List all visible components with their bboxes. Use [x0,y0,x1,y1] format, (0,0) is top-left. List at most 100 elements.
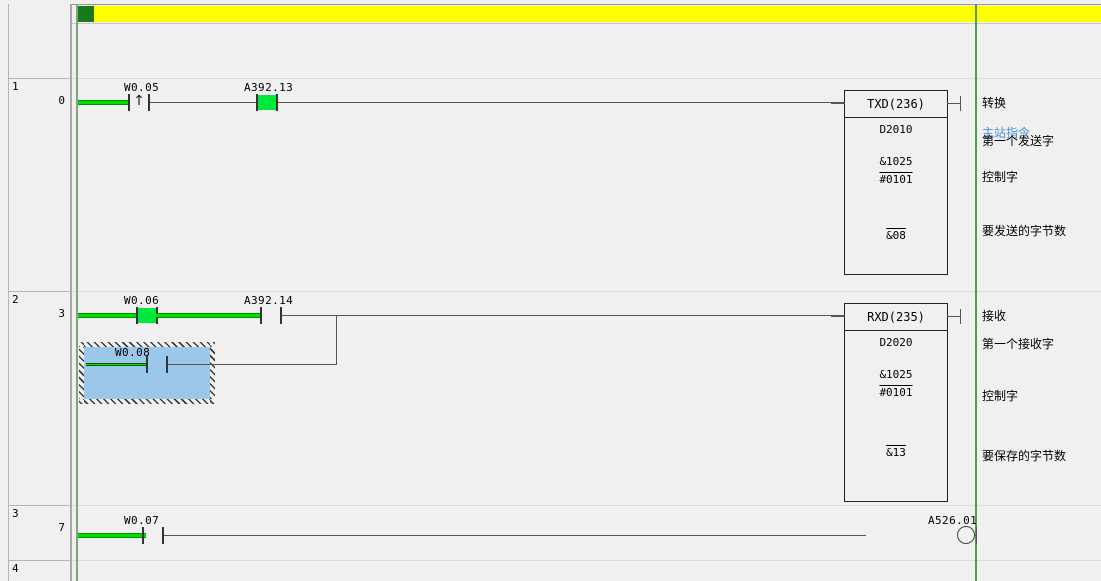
instruction-operand-1[interactable]: D2020 [879,336,913,349]
row-header-gutter: 1 0 2 3 3 7 4 [0,0,72,581]
contact-label-w008: W0.08 [115,346,151,359]
contact-label-w007: W0.07 [124,514,160,527]
instruction-block-txd[interactable]: TXD(236) D2010 &1025 #0101 &08 [831,90,961,275]
instruction-comment-4: 要保存的字节数 [982,449,1067,463]
instruction-input-lead [831,316,845,317]
instruction-comment-2: 第一个接收字 [982,337,1055,351]
instruction-comment-2: 主站指令 [982,126,1031,140]
instruction-comment-4: 控制字 [982,170,1019,184]
rung-separator [72,560,1101,561]
contact-bar-left [260,307,262,324]
wire-segment [336,315,844,316]
status-bar-highlight [78,6,1101,22]
contact-bar-left [128,94,130,111]
gutter-left-border [8,4,9,581]
instruction-operand-4[interactable]: &13 [886,446,906,459]
contact-bar-left [256,94,258,111]
row-header-rung-3[interactable]: 3 7 [9,506,70,560]
contact-energized-fill [258,95,276,110]
step-number-1: 0 [58,94,65,107]
step-number-3: 7 [58,521,65,534]
instruction-output-tick [960,96,961,111]
instruction-mnemonic: RXD(235) [867,310,925,324]
row-header-rung-1[interactable]: 1 0 [9,79,70,291]
contact-a39213[interactable] [256,94,278,111]
instruction-output-tick [960,309,961,324]
row-header-spacer [9,5,70,78]
power-flow-segment [78,313,140,318]
left-power-rail [76,4,78,581]
contact-bar-right [148,94,150,111]
instruction-divider [845,330,947,331]
instruction-block-rxd[interactable]: RXD(235) D2020 &1025 #0101 &13 [831,303,961,502]
contact-energized-fill [138,308,156,323]
wire-segment [282,315,336,316]
instruction-operand-2[interactable]: &1025 [879,368,913,381]
rising-edge-arrow-icon: ↑ [133,93,145,109]
status-bar [0,0,1101,28]
instruction-operand-4[interactable]: &08 [886,229,906,242]
contact-label-w005: W0.05 [124,81,160,94]
rung-number-1: 1 [12,80,19,93]
contact-bar-right [162,527,164,544]
rung-separator [72,78,1101,79]
contact-bar-left [146,356,148,373]
contact-bar-left [136,307,138,324]
wire-segment [168,364,215,365]
contact-bar-right [166,356,168,373]
power-flow-segment [78,533,146,538]
wire-segment [150,102,256,103]
step-number-2: 3 [58,307,65,320]
branch-wire-segment [214,364,337,365]
instruction-operand-3[interactable]: #0101 [879,386,913,399]
status-bar-bottom-border [0,23,1101,24]
instruction-comment-3: 控制字 [982,389,1019,403]
power-flow-segment [156,313,260,318]
instruction-output-lead [947,316,961,317]
row-header-rung-4[interactable]: 4 [9,561,70,581]
program-marker-icon [78,6,94,22]
contact-a39214[interactable] [260,307,282,324]
instruction-comment-1: 接收 [982,309,1007,323]
contact-label-a39213: A392.13 [244,81,294,94]
wire-segment [164,535,866,536]
rung-number-2: 2 [12,293,19,306]
contact-w005-rising-edge[interactable]: ↑ [128,93,150,111]
row-header-divider [9,505,70,506]
branch-vertical-connector [336,315,337,365]
instruction-divider [845,117,947,118]
row-header-divider [9,560,70,561]
contact-label-a39214: A392.14 [244,294,294,307]
contact-w008[interactable] [146,356,168,373]
power-flow-segment [86,363,146,366]
rung-number-4: 4 [12,562,19,575]
contact-label-w006: W0.06 [124,294,160,307]
instruction-operand-3[interactable]: #0101 [879,173,913,186]
rail-connection-tick [976,527,977,544]
row-header-rung-2[interactable]: 2 3 [9,292,70,505]
contact-bar-left [142,527,144,544]
power-flow-segment [78,100,128,105]
row-header-divider [9,291,70,292]
instruction-comment-3: 第一个发送字 [982,134,1055,148]
row-header-divider [9,78,70,79]
right-power-rail [975,4,977,581]
rung-separator [72,291,1101,292]
status-bar-top-border [0,4,1101,5]
contact-w007[interactable] [142,527,164,544]
instruction-operand-2[interactable]: &1025 [879,155,913,168]
rung-separator [72,505,1101,506]
contact-w006[interactable] [136,307,158,324]
instruction-operand-1[interactable]: D2010 [879,123,913,136]
output-coil-a52601[interactable] [957,526,975,544]
instruction-mnemonic: TXD(236) [867,97,925,111]
instruction-comment-1: 转换 [982,96,1007,110]
instruction-input-lead [831,103,845,104]
coil-label-a52601: A526.01 [928,514,978,527]
instruction-comment-5: 要发送的字节数 [982,224,1067,238]
rung-number-3: 3 [12,507,19,520]
ladder-canvas[interactable]: W0.05 ↑ A392.13 TXD(236) [72,4,1101,581]
contact-bar-right [276,94,278,111]
instruction-output-lead [947,103,961,104]
